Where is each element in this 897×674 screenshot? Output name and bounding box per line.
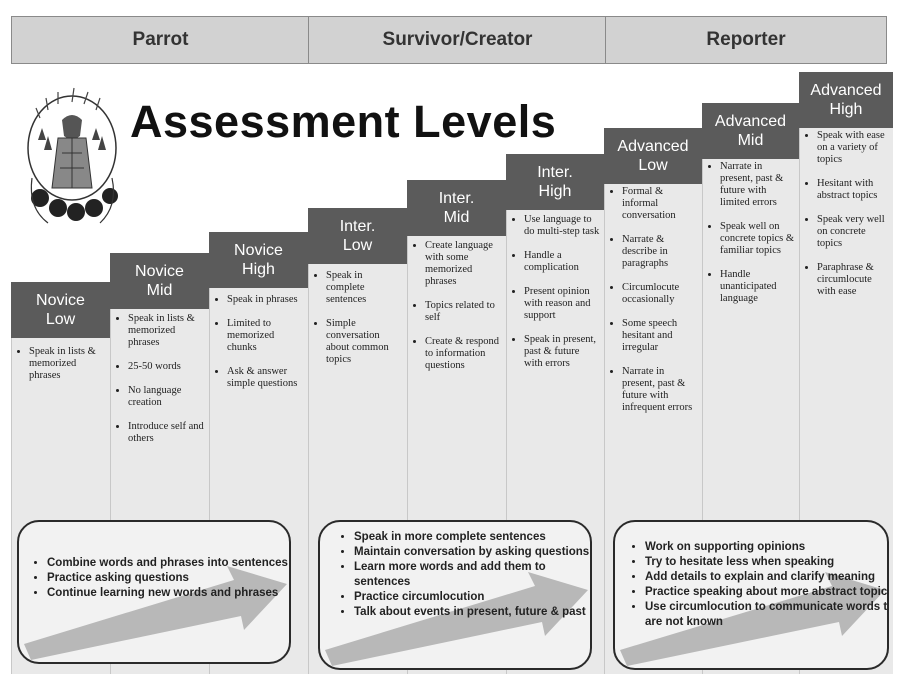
list-item: Work on supporting opinions [645,540,887,555]
tips-list: Speak in more complete sentences Maintai… [334,530,590,620]
list-item: Speak very well on concrete topics [817,214,889,250]
list-item: Speak in lists & memorized phrases [128,313,205,349]
header-reporter: Reporter [605,16,887,64]
list-item: Paraphrase & circumlocute with ease [817,262,889,298]
list-item: Add details to explain and clarify meani… [645,570,887,585]
list-item: Create language with some memorized phra… [425,240,502,288]
arrow-right-icon [325,572,588,666]
native-figure-logo-icon [18,78,126,243]
list-item: Some speech hesitant and irregular [622,318,698,354]
header-parrot: Parrot [11,16,310,64]
list-item: Talk about events in present, future & p… [354,605,590,620]
list-item: 25-50 words [128,361,205,373]
page-title: Assessment Levels [130,96,557,147]
list-item: Speak in present, past & future with err… [524,334,600,370]
list-item: Narrate in present, past & future with l… [720,161,795,209]
tips-list: Work on supporting opinions Try to hesit… [625,540,887,630]
list-item: Speak in phrases [227,294,304,306]
header-survivor-creator: Survivor/Creator [308,16,607,64]
header-parrot-label: Parrot [132,29,189,50]
tips-box-survivor-creator: Speak in more complete sentences Maintai… [318,520,592,670]
list-item: Try to hesitate less when speaking [645,555,887,570]
level-items: Speak in lists & memorized phrases [11,346,110,394]
list-item: Formal & informal conversation [622,186,698,222]
level-items: Speak in phrases Limited to memorized ch… [209,294,308,402]
tips-box-reporter: Work on supporting opinions Try to hesit… [613,520,889,670]
list-item: Hesitant with abstract topics [817,178,889,202]
list-item: Practice speaking about more abstract to… [645,585,887,600]
level-head: Inter.High [506,154,604,210]
list-item: Speak in lists & memorized phrases [29,346,106,382]
list-item: Narrate in present, past & future with i… [622,366,698,414]
tips-box-parrot: Combine words and phrases into sentences… [17,520,291,664]
list-item: Speak with ease on a variety of topics [817,130,889,166]
list-item: Present opinion with reason and support [524,286,600,322]
list-item: No language creation [128,385,205,409]
level-items: Speak with ease on a variety of topics H… [799,130,893,310]
header-survivor-label: Survivor/Creator [382,29,533,50]
list-item: Learn more words and add them to sentenc… [354,560,590,590]
arrow-right-icon [620,572,885,666]
level-items: Create language with some memorized phra… [407,240,506,384]
list-item: Speak well on concrete topics & familiar… [720,221,795,257]
list-item: Maintain conversation by asking question… [354,545,590,560]
list-item: Topics related to self [425,300,502,324]
level-items: Speak in lists & memorized phrases 25-50… [110,313,209,457]
level-items: Speak in complete sentences Simple conve… [308,270,407,378]
list-item: Use language to do multi-step task [524,214,600,238]
tips-list: Combine words and phrases into sentences… [27,556,289,601]
level-head: Inter.Mid [407,180,506,236]
level-head: Inter.Low [308,208,407,264]
list-item: Handle a complication [524,250,600,274]
list-item: Circumlocute occasionally [622,282,698,306]
list-item: Create & respond to information question… [425,336,502,372]
list-item: Use circumlocution to communicate words … [645,600,887,630]
list-item: Practice asking questions [47,571,289,586]
list-item: Narrate & describe in paragraphs [622,234,698,270]
list-item: Simple conversation about common topics [326,318,403,366]
level-items: Narrate in present, past & future with l… [702,161,799,317]
level-items: Formal & informal conversation Narrate &… [604,186,702,426]
list-item: Introduce self and others [128,421,205,445]
list-item: Practice circumlocution [354,590,590,605]
list-item: Handle unanticipated language [720,269,795,305]
list-item: Continue learning new words and phrases [47,586,289,601]
list-item: Ask & answer simple questions [227,366,304,390]
header-reporter-label: Reporter [706,29,786,50]
list-item: Speak in more complete sentences [354,530,590,545]
list-item: Limited to memorized chunks [227,318,304,354]
level-items: Use language to do multi-step task Handl… [506,214,604,382]
list-item: Speak in complete sentences [326,270,403,306]
list-item: Combine words and phrases into sentences [47,556,289,571]
arrow-right-icon [24,566,287,660]
